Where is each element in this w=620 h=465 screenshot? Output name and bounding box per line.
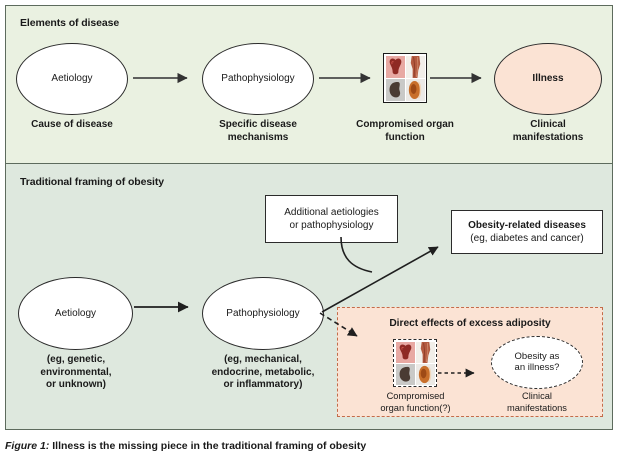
direct-effects-illness-caption: Clinical manifestations — [484, 391, 590, 414]
organ-cell-heart — [395, 341, 415, 363]
top-caption-organ-line1: Compromised organ — [356, 119, 454, 130]
top-caption-aetiology: Cause of disease — [31, 119, 113, 130]
organ-cell-kidney — [385, 78, 405, 101]
direct-effects-organ-caption: Compromised organ function(?) — [364, 391, 467, 414]
top-caption-pathophysiology-line2: mechanisms — [227, 131, 289, 143]
diagram-frame: Elements of disease Aetiology Cause of d… — [5, 5, 613, 430]
top-node-aetiology-label: Aetiology — [51, 73, 93, 85]
top-node-pathophysiology: Pathophysiology — [202, 43, 314, 115]
direct-effects-title: Direct effects of excess adiposity — [389, 318, 551, 329]
additional-aetiologies-line2: or pathophysiology — [289, 220, 374, 231]
panel-elements-of-disease: Elements of disease Aetiology Cause of d… — [6, 6, 612, 163]
organ-cell-heart — [385, 55, 405, 78]
top-node-illness-label: Illness — [532, 73, 564, 85]
additional-aetiologies-line1: Additional aetiologies — [284, 207, 379, 218]
direct-effects-region: Direct effects of excess adiposity — [337, 307, 603, 417]
bottom-node-pathophysiology: Pathophysiology — [202, 277, 324, 350]
obesity-as-illness-node: Obesity as an illness? — [491, 336, 583, 389]
additional-aetiologies-box: Additional aetiologies or pathophysiolog… — [265, 195, 398, 243]
top-caption-illness-line1: Clinical — [530, 119, 566, 130]
bottom-caption-pathophysiology-line1: (eg, mechanical, — [224, 354, 302, 365]
organ-cell-kidney — [395, 363, 415, 385]
bottom-caption-aetiology-line1: (eg, genetic, — [46, 354, 106, 365]
top-node-aetiology: Aetiology — [16, 43, 128, 115]
kidney-organ-icon — [395, 363, 415, 385]
direct-effects-illness-caption-line1: Clinical — [522, 391, 552, 401]
figure-caption: Figure 1: Illness is the missing piece i… — [5, 440, 366, 452]
obesity-related-line1: Obesity-related diseases — [468, 220, 586, 231]
bottom-caption-pathophysiology-line3: or inflammatory) — [223, 379, 303, 390]
heart-organ-icon — [385, 55, 405, 78]
direct-effects-organ-caption-line2: organ function(?) — [380, 402, 451, 413]
bottom-node-aetiology-label: Aetiology — [54, 307, 97, 319]
obesity-as-illness-line1: Obesity as — [514, 350, 560, 362]
panel-bottom-title: Traditional framing of obesity — [20, 176, 165, 188]
muscle-limb-organ-icon — [415, 341, 435, 363]
panel-top-title: Elements of disease — [20, 17, 120, 29]
obesity-related-diseases-box: Obesity-related diseases (eg, diabetes a… — [451, 210, 603, 254]
top-caption-organ-line2: function — [385, 131, 425, 143]
liver-organ-icon — [415, 363, 435, 385]
top-caption-organ: Compromised organ function — [338, 119, 472, 144]
top-caption-illness-line2: manifestations — [512, 131, 584, 143]
top-node-illness: Illness — [494, 43, 602, 115]
muscle-limb-organ-icon — [405, 55, 425, 78]
direct-effects-organ-caption-line1: Compromised — [386, 391, 445, 401]
organ-cell-muscle — [405, 55, 425, 78]
obesity-related-line2: (eg, diabetes and cancer) — [470, 233, 584, 244]
organ-cell-muscle — [415, 341, 435, 363]
heart-organ-icon — [395, 341, 415, 363]
bottom-caption-pathophysiology: (eg, mechanical, endocrine, metabolic, o… — [189, 354, 337, 392]
bottom-caption-aetiology-line2: environmental, — [40, 366, 112, 378]
liver-organ-icon — [405, 78, 425, 101]
figure-caption-number: Figure 1: — [5, 440, 50, 452]
obesity-as-illness-line2: an illness? — [514, 361, 560, 373]
panel-traditional-framing: Traditional framing of obesity Additiona… — [6, 163, 612, 429]
top-caption-illness: Clinical manifestations — [486, 119, 610, 144]
top-caption-pathophysiology: Specific disease mechanisms — [192, 119, 324, 144]
bottom-node-pathophysiology-label: Pathophysiology — [226, 307, 300, 319]
bottom-node-aetiology: Aetiology — [18, 277, 133, 350]
bottom-caption-aetiology-line3: or unknown) — [46, 379, 106, 390]
bottom-organ-image-grid — [393, 339, 437, 387]
organ-cell-liver — [405, 78, 425, 101]
kidney-organ-icon — [385, 78, 405, 101]
top-organ-image-grid — [383, 53, 427, 103]
bottom-caption-pathophysiology-line2: endocrine, metabolic, — [211, 366, 315, 378]
bottom-caption-aetiology: (eg, genetic, environmental, or unknown) — [12, 354, 140, 392]
figure-caption-text: Illness is the missing piece in the trad… — [49, 440, 367, 452]
direct-effects-illness-caption-line2: manifestations — [507, 402, 567, 413]
top-caption-pathophysiology-line1: Specific disease — [219, 119, 297, 130]
organ-cell-liver — [415, 363, 435, 385]
top-node-pathophysiology-label: Pathophysiology — [221, 73, 295, 85]
